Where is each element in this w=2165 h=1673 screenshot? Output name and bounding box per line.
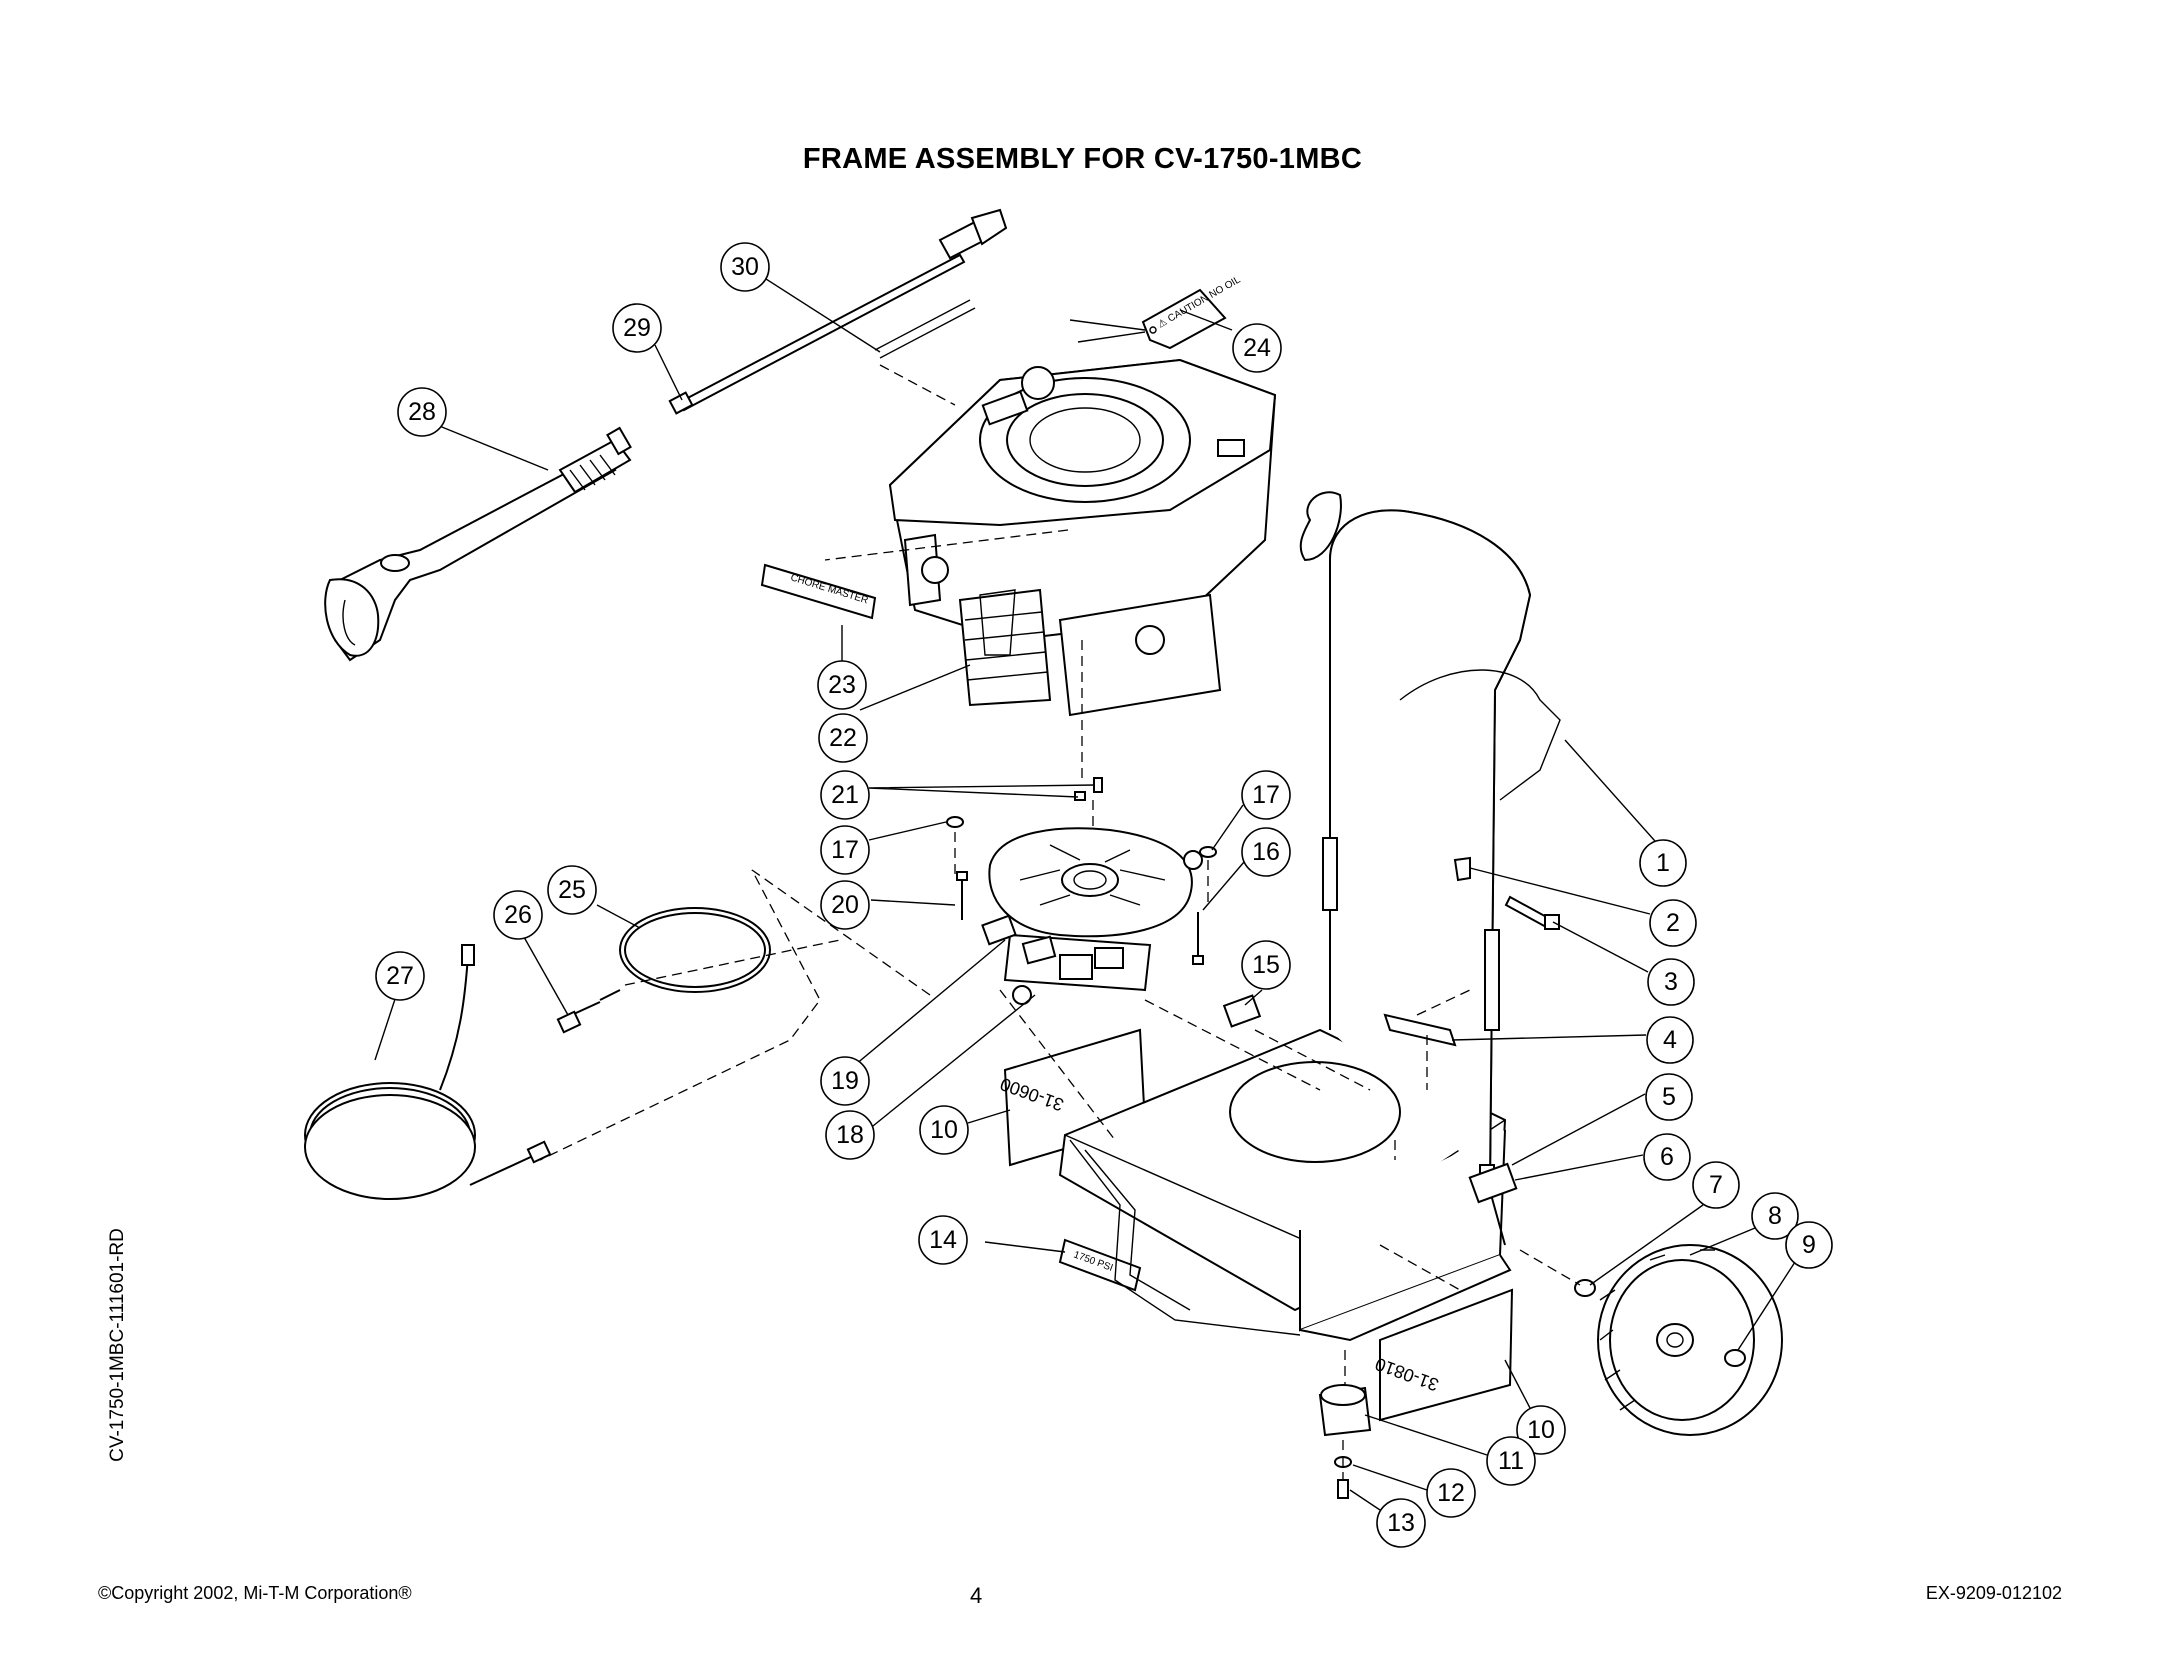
spray-wand-part: [668, 208, 1008, 415]
callout-26: 26: [493, 890, 543, 940]
svg-text:28: 28: [408, 398, 436, 426]
svg-text:20: 20: [831, 891, 859, 919]
svg-text:22: 22: [829, 724, 857, 752]
callout-3: 3: [1647, 958, 1695, 1006]
svg-text:19: 19: [831, 1067, 859, 1095]
svg-text:6: 6: [1660, 1143, 1674, 1171]
callout-15: 15: [1241, 940, 1291, 990]
svg-text:9: 9: [1802, 1231, 1816, 1259]
spray-gun-part: [324, 426, 632, 662]
svg-text:10: 10: [930, 1116, 958, 1144]
svg-text:24: 24: [1243, 334, 1271, 362]
svg-text:23: 23: [828, 671, 856, 699]
rear-decal-part: 31-0810: [1372, 1288, 1514, 1422]
svg-text:3: 3: [1664, 968, 1678, 996]
svg-text:17: 17: [1252, 781, 1280, 809]
cart-frame-part: [1058, 491, 1561, 1342]
svg-text:5: 5: [1662, 1083, 1676, 1111]
callout-2: 2: [1649, 899, 1697, 947]
svg-text:1: 1: [1656, 849, 1670, 877]
svg-text:25: 25: [558, 876, 586, 904]
frame-label-part: [1468, 1162, 1518, 1204]
caution-tag-part: ⚠ CAUTION NO OIL: [1069, 274, 1243, 350]
callout-18: 18: [825, 1110, 875, 1160]
svg-text:27: 27: [386, 962, 414, 990]
pump-part: [981, 827, 1203, 992]
psi-decal-part: 1750 PSI: [1058, 1238, 1142, 1292]
hose-part: [304, 907, 771, 1200]
shaft-key-part: [1074, 777, 1103, 801]
svg-text:29: 29: [623, 314, 651, 342]
svg-text:30: 30: [731, 253, 759, 281]
svg-text:18: 18: [836, 1121, 864, 1149]
callout-30: 30: [720, 242, 770, 292]
svg-text:16: 16: [1252, 838, 1280, 866]
callout-21: 21: [820, 770, 870, 820]
callout-25: 25: [547, 865, 597, 915]
callout-10b: 10: [1516, 1405, 1566, 1455]
callout-9: 9: [1785, 1221, 1833, 1269]
small-decal-part: [1222, 994, 1262, 1028]
svg-text:10: 10: [1527, 1416, 1555, 1444]
svg-text:8: 8: [1768, 1202, 1782, 1230]
callout-22: 22: [818, 713, 868, 763]
svg-text:21: 21: [831, 781, 859, 809]
callout-5: 5: [1645, 1073, 1693, 1121]
page-title: FRAME ASSEMBLY FOR CV-1750-1MBC: [802, 143, 1363, 175]
callout-12: 12: [1426, 1468, 1476, 1518]
callout-11: 11: [1486, 1436, 1536, 1486]
callout-27: 27: [375, 951, 425, 1001]
callout-29: 29: [612, 303, 662, 353]
hardware-part: [946, 816, 1217, 1005]
callout-17a: 17: [1241, 770, 1291, 820]
callout-24: 24: [1232, 323, 1282, 373]
svg-text:26: 26: [504, 901, 532, 929]
frame-foot-part: [1318, 1384, 1372, 1499]
footer-page-number: 4: [970, 1583, 983, 1608]
svg-text:7: 7: [1709, 1171, 1723, 1199]
callout-23: 23: [817, 660, 867, 710]
callout-16: 16: [1241, 827, 1291, 877]
callout-7: 7: [1692, 1161, 1740, 1209]
svg-text:15: 15: [1252, 951, 1280, 979]
callout-17b: 17: [820, 825, 870, 875]
footer-doc-code: EX-9209-012102: [1925, 1583, 2062, 1603]
chore-master-decal-part: CHORE MASTER: [760, 563, 877, 620]
engine-part: [888, 358, 1277, 717]
callout-20: 20: [820, 880, 870, 930]
wheel-part: [1574, 1244, 1783, 1436]
svg-text:13: 13: [1387, 1509, 1415, 1537]
callout-14: 14: [918, 1215, 968, 1265]
callout-19: 19: [820, 1056, 870, 1106]
frame-bolt-part: [1453, 856, 1560, 930]
footer-copyright: ©Copyright 2002, Mi-T-M Corporation®: [98, 1583, 412, 1603]
callout-1: 1: [1639, 839, 1687, 887]
svg-text:17: 17: [831, 836, 859, 864]
svg-text:4: 4: [1663, 1026, 1677, 1054]
callout-4: 4: [1646, 1016, 1694, 1064]
callout-28: 28: [397, 387, 447, 437]
callout-13: 13: [1376, 1498, 1426, 1548]
svg-text:2: 2: [1666, 909, 1680, 937]
callout-10a: 10: [919, 1105, 969, 1155]
callout-6: 6: [1643, 1133, 1691, 1181]
svg-text:14: 14: [929, 1226, 957, 1254]
svg-text:12: 12: [1437, 1479, 1465, 1507]
callout-8: 8: [1751, 1192, 1799, 1240]
svg-text:11: 11: [1498, 1447, 1524, 1475]
